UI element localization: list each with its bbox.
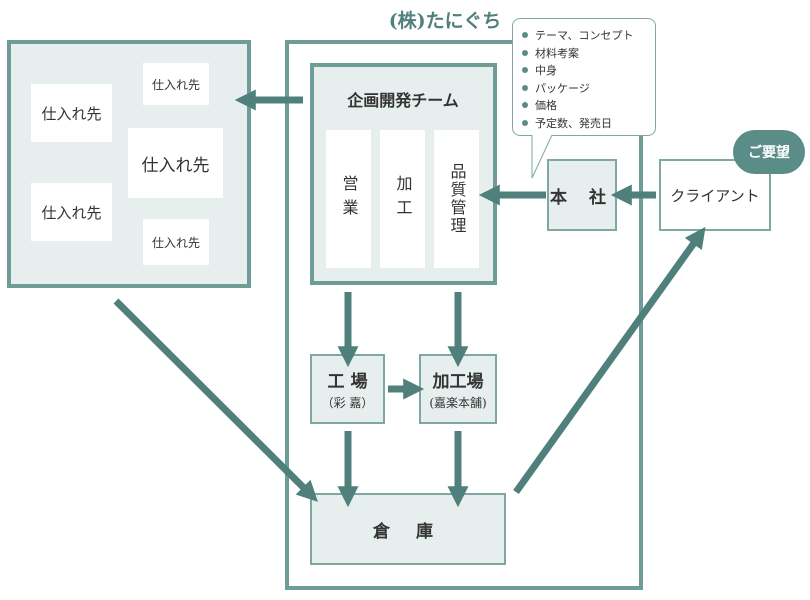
company-name: (株)たにぐち xyxy=(388,9,502,32)
supplier-box: 仕入れ先 xyxy=(143,219,209,265)
arrow-warehouse-to-client xyxy=(513,226,706,495)
bullet-icon xyxy=(522,102,528,108)
requirement-item: 価格 xyxy=(522,97,656,115)
callout-tail xyxy=(531,134,553,179)
dept-quality-control: 品質管理 xyxy=(434,130,479,268)
requirements-callout xyxy=(512,18,656,136)
dept-sales: 営業 xyxy=(326,130,371,268)
factory-label: 工 場 xyxy=(327,372,368,392)
factory-node: 工 場 （彩 嘉） xyxy=(310,354,385,424)
supplier-box: 仕入れ先 xyxy=(31,84,112,142)
requirement-item: パッケージ xyxy=(522,80,656,98)
requirement-item: テーマ、コンセプト xyxy=(522,27,656,45)
processing-factory-sub: (嘉楽本舗) xyxy=(429,396,487,410)
supplier-box: 仕入れ先 xyxy=(128,128,223,198)
requirement-item: 予定数、発売日 xyxy=(522,115,656,133)
bullet-icon xyxy=(522,32,528,38)
dept-processing: 加工 xyxy=(380,130,425,268)
supplier-box: 仕入れ先 xyxy=(31,183,112,241)
planning-team-title: 企画開発チーム xyxy=(347,91,459,110)
processing-factory-label: 加工場 xyxy=(432,372,484,392)
request-badge: ご要望 xyxy=(733,130,805,174)
requirement-item: 中身 xyxy=(522,62,656,80)
bullet-icon xyxy=(522,67,528,73)
bullet-icon xyxy=(522,119,528,126)
bullet-icon xyxy=(522,49,528,56)
supplier-box: 仕入れ先 xyxy=(143,63,209,105)
factory-sub: （彩 嘉） xyxy=(321,396,374,410)
requirement-item: 材料考案 xyxy=(522,45,656,63)
arrow-suppliers-to-warehouse xyxy=(113,298,318,502)
bullet-icon xyxy=(522,84,528,91)
requirements-list: テーマ、コンセプト 材料考案 中身 パッケージ 価格 予定数、発売日 xyxy=(522,27,656,132)
head-office-node: 本 社 xyxy=(547,159,617,231)
